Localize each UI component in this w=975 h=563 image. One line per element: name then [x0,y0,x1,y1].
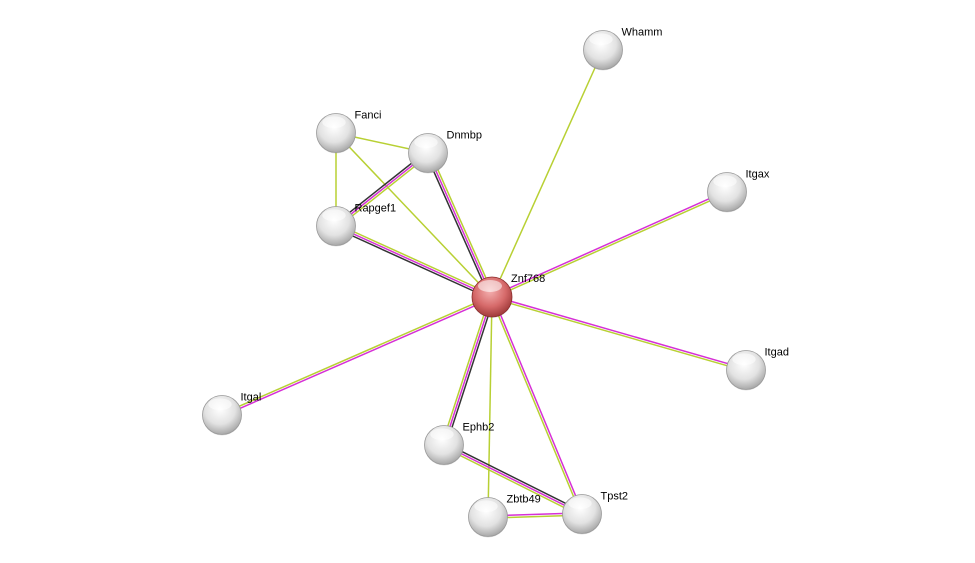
node-zbtb49[interactable]: Zbtb49 [468,494,541,538]
coexpression-evidence-line [444,442,584,513]
node-highlight [589,33,613,46]
coexpression-evidence-line [334,227,492,300]
experimental-evidence-line [443,296,493,446]
experimental-evidence-line [492,295,747,370]
edge-znf768-zbtb49[interactable] [487,296,493,518]
node-ephb2[interactable]: Ephb2 [424,422,495,466]
node-itgal[interactable]: Itgal [202,392,262,436]
experimental-evidence-line [335,225,493,298]
edge-znf768-tpst2[interactable] [490,296,584,515]
node-dnmbp[interactable]: Dnmbp [408,130,482,174]
node-label: Itgax [746,169,770,181]
node-itgax[interactable]: Itgax [707,169,770,213]
edge-ephb2-tpst2[interactable] [442,442,584,517]
edge-znf768-whamm[interactable] [491,49,604,298]
textmining-evidence-line [336,223,494,296]
edge-znf768-rapgef1[interactable] [334,223,494,300]
node-label: Zbtb49 [507,494,541,506]
experimental-evidence-line [443,444,583,515]
node-fanci[interactable]: Fanci [316,110,382,154]
experimental-evidence-line [492,296,584,514]
node-znf768[interactable]: Znf768 [471,273,545,318]
node-label: Itgad [765,347,789,359]
node-label: Ephb2 [463,422,495,434]
node-highlight [713,175,737,188]
node-highlight [474,500,498,513]
node-highlight [414,136,438,149]
textmining-evidence-line [429,151,495,297]
node-label: Fanci [355,110,382,122]
node-itgad[interactable]: Itgad [726,347,789,391]
experimental-evidence-line [222,297,493,417]
node-highlight [732,353,756,366]
textmining-evidence-line [221,295,492,415]
edge-znf768-itgax[interactable] [491,190,728,299]
node-highlight [478,280,502,292]
node-rapgef1[interactable]: Rapgef1 [316,203,397,247]
edge-znf768-ephb2[interactable] [441,296,495,446]
node-label: Znf768 [511,273,545,285]
node-highlight [430,428,454,441]
node-tpst2[interactable]: Tpst2 [562,491,629,535]
edge-znf768-itgad[interactable] [491,295,747,372]
textmining-evidence-line [441,296,491,445]
coexpression-evidence-line [425,153,491,299]
node-highlight [322,209,346,222]
textmining-evidence-line [491,49,604,298]
textmining-evidence-line [492,192,728,299]
node-highlight [208,398,232,411]
edge-znf768-itgal[interactable] [221,295,493,417]
node-label: Itgal [241,392,262,404]
node-label: Dnmbp [447,130,482,142]
node-label: Whamm [622,27,663,39]
edge-znf768-fanci[interactable] [335,132,493,298]
node-whamm[interactable]: Whamm [583,27,663,71]
textmining-evidence-line [487,296,493,518]
node-label: Tpst2 [601,491,629,503]
node-label: Rapgef1 [355,203,397,215]
textmining-evidence-line [335,132,493,298]
textmining-evidence-line [491,297,746,372]
node-highlight [322,116,346,129]
coexpression-evidence-line [445,297,495,446]
experimental-evidence-line [491,190,727,297]
textmining-evidence-line [442,446,582,517]
experimental-evidence-line [427,152,493,298]
edge-znf768-dnmbp[interactable] [425,151,495,299]
node-highlight [568,497,592,510]
textmining-evidence-line [490,297,582,515]
